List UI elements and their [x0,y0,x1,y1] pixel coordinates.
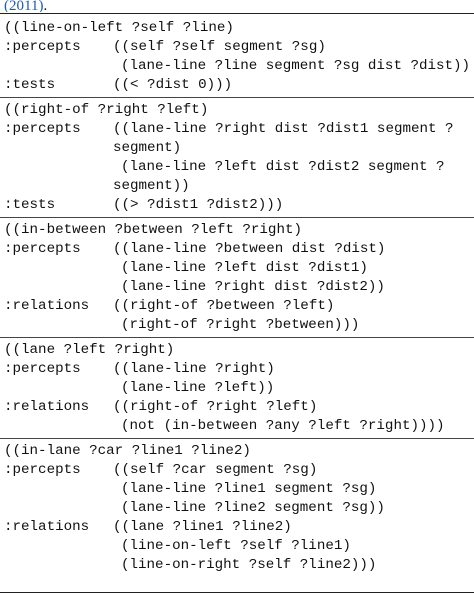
concept-block-lane: ((lane ?left ?right) :percepts ((lane-line… [0,338,474,439]
concept-block-in-between: ((in-between ?between ?left ?right) :perc… [0,218,474,338]
concept-block-line-on-left: ((line-on-left ?self ?line) :percepts ((se… [0,16,474,98]
clause-body: (not (in-between ?any ?left ?right)))) [121,418,445,434]
code-line: :percepts ((lane-line ?right dist ?dist1 … [0,120,474,139]
code-line: segment)) [0,177,474,196]
code-line: (line-on-left ?self ?line1) [0,537,474,556]
clause-keyword: :percepts [4,39,81,55]
code-line: segment) [0,139,474,158]
code-line: :percepts ((lane-line ?between dist ?dist… [0,240,474,259]
code-line: :tests ((< ?dist 0))) [0,76,474,95]
clause-body: (lane-line ?line segment ?sg dist ?dist)… [121,58,471,74]
code-line: ((line-on-left ?self ?line) [0,19,474,38]
clause-body: (line-on-left ?self ?line1) [121,538,351,554]
code-line: (line-on-right ?self ?line2))) [0,556,474,575]
code-line: ((in-lane ?car ?line1 ?line2) [0,442,474,461]
clause-keyword: :percepts [4,121,81,137]
clause-keyword: :percepts [4,361,81,377]
clause-body: ((self ?self segment ?sg) [113,39,326,55]
clause-keyword: :relations [4,399,90,415]
clause-body: (lane-line ?left dist ?dist1) [121,260,368,276]
concept-head: ((in-lane ?car ?line1 ?line2) [4,443,251,459]
clause-body: ((right-of ?between ?left) [113,298,335,314]
code-line: (not (in-between ?any ?left ?right)))) [0,417,474,436]
clause-keyword: :relations [4,298,90,314]
clause-body: (lane-line ?line1 segment ?sg) [121,481,377,497]
citation-year-link[interactable]: (2011) [4,0,44,12]
code-line: (lane-line ?line2 segment ?sg)) [0,499,474,518]
concept-head: ((line-on-left ?self ?line) [4,20,234,36]
code-line: :relations ((right-of ?between ?left) [0,297,474,316]
concept-head: ((in-between ?between ?left ?right) [4,222,302,238]
code-line: ((right-of ?right ?left) [0,101,474,120]
code-line: (right-of ?right ?between))) [0,316,474,335]
code-line: (lane-line ?left dist ?dist2 segment ? [0,158,474,177]
clause-body: ((lane ?line1 ?line2) [113,519,292,535]
code-line: :percepts ((self ?car segment ?sg) [0,461,474,480]
code-line: :percepts ((self ?self segment ?sg) [0,38,474,57]
code-line: :percepts ((lane-line ?right) [0,360,474,379]
concept-definitions-table: ((line-on-left ?self ?line) :percepts ((se… [0,16,474,577]
concept-block-in-lane: ((in-lane ?car ?line1 ?line2) :percepts ((… [0,439,474,577]
table-top-rule [0,13,474,14]
clause-body: segment)) [113,178,190,194]
code-line: (lane-line ?right dist ?dist2)) [0,278,474,297]
code-line: :tests ((> ?dist1 ?dist2))) [0,196,474,215]
clause-body: ((> ?dist1 ?dist2))) [113,197,284,213]
clause-body: ((< ?dist 0))) [113,77,233,93]
clause-body: (line-on-right ?self ?line2))) [121,557,377,573]
clause-body: (lane-line ?left)) [121,380,275,396]
clause-body: ((lane-line ?between dist ?dist) [113,241,386,257]
code-line: ((in-between ?between ?left ?right) [0,221,474,240]
clause-body: ((right-of ?right ?left) [113,399,318,415]
code-line: (lane-line ?line1 segment ?sg) [0,480,474,499]
clause-body: (lane-line ?left dist ?dist2 segment ? [121,159,445,175]
code-line: (lane-line ?line segment ?sg dist ?dist)… [0,57,474,76]
clause-body: (right-of ?right ?between))) [121,317,360,333]
caption-citation-tail: (2011). [4,0,47,12]
concept-head: ((lane ?left ?right) [4,342,175,358]
concept-head: ((right-of ?right ?left) [4,102,209,118]
clause-body: ((lane-line ?right dist ?dist1 segment ? [113,121,454,137]
clause-body: (lane-line ?line2 segment ?sg)) [121,500,385,516]
clause-keyword: :tests [4,197,56,213]
clause-keyword: :percepts [4,241,81,257]
caption-period: . [43,0,48,12]
table-bottom-rule [0,592,474,593]
clause-keyword: :percepts [4,462,81,478]
clause-body: ((self ?car segment ?sg) [113,462,318,478]
clause-keyword: :relations [4,519,90,535]
code-line: ((lane ?left ?right) [0,341,474,360]
clause-body: ((lane-line ?right) [113,361,275,377]
code-line: :relations ((lane ?line1 ?line2) [0,518,474,537]
code-line: (lane-line ?left dist ?dist1) [0,259,474,278]
code-line: (lane-line ?left)) [0,379,474,398]
clause-body: segment) [113,140,182,156]
clause-keyword: :tests [4,77,56,93]
concept-block-right-of: ((right-of ?right ?left) :percepts ((lane-… [0,98,474,218]
clause-body: (lane-line ?right dist ?dist2)) [121,279,385,295]
code-line: :relations ((right-of ?right ?left) [0,398,474,417]
